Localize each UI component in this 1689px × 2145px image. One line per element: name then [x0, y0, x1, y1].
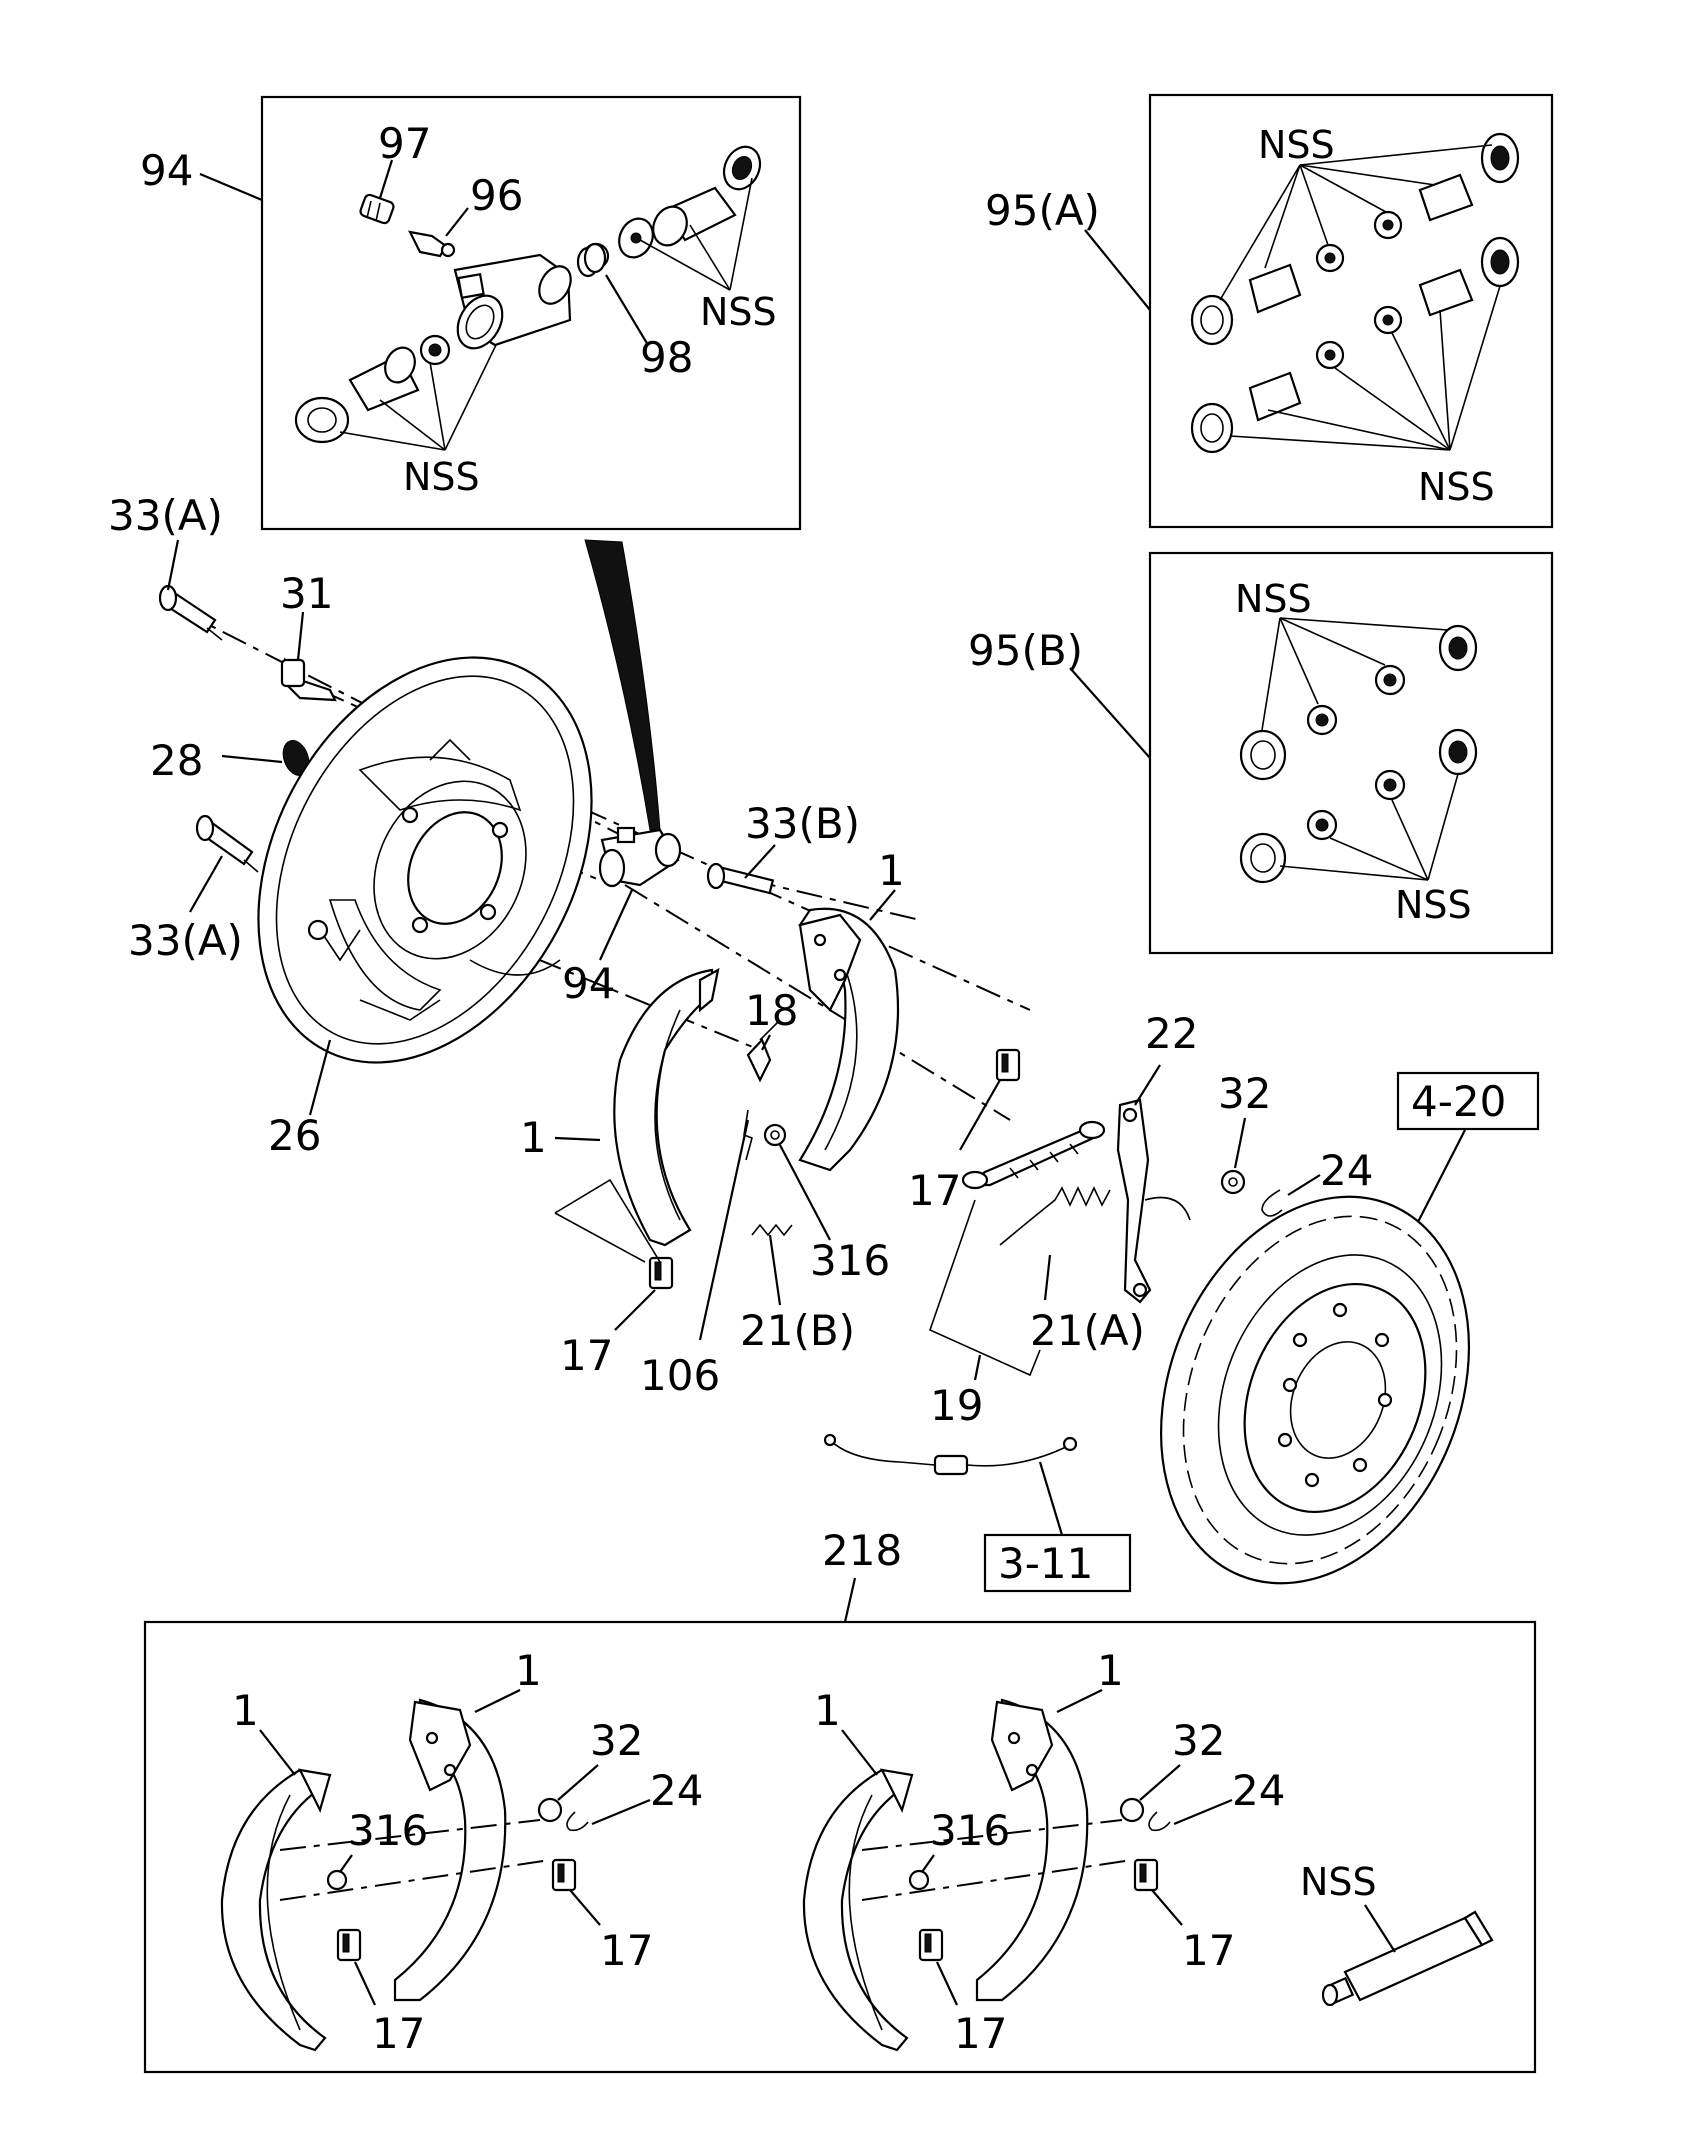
kit-95b-parts: [1239, 624, 1478, 884]
kit-callout-24-b: 24: [1232, 1766, 1285, 1815]
spring-21a: [999, 1186, 1111, 1246]
kit-callout-32-b: 32: [1172, 1716, 1225, 1765]
nss-label-94-lower: NSS: [403, 455, 480, 499]
callout-18: 18: [745, 986, 798, 1035]
bolt-33b: [706, 862, 775, 895]
kit-callout-24-a: 24: [650, 1766, 703, 1815]
spring-106: [743, 1109, 753, 1161]
kit-shoe-pair-left: [220, 1698, 589, 2052]
bleeder-screw-96: [408, 230, 456, 258]
callout-96: 96: [470, 171, 523, 220]
parking-brake-cable: [823, 1433, 1078, 1476]
kit-callout-1-d: 1: [1097, 1646, 1124, 1695]
callout-33b: 33(B): [745, 799, 860, 848]
wheel-cylinder-body: [453, 253, 572, 350]
pin-33a-bottom: [195, 814, 259, 873]
kit-callout-17-a2: 17: [600, 1926, 653, 1975]
cable-reference: 3-11: [998, 1539, 1093, 1588]
nss-label-95b-top: NSS: [1235, 577, 1312, 621]
kit-callout-316-a: 316: [348, 1806, 428, 1855]
callout-95a: 95(A): [985, 186, 1100, 235]
callout-218: 218: [822, 1526, 902, 1575]
nss-label-95a-top: NSS: [1258, 123, 1335, 167]
nss-label-94-upper: NSS: [700, 290, 777, 334]
callout-94-inset: 94: [140, 146, 193, 195]
brake-shoe-left-1: [613, 967, 720, 1247]
callout-19: 19: [930, 1381, 983, 1430]
bleeder-cap-97: [359, 193, 395, 225]
callout-21a: 21(A): [1030, 1306, 1145, 1355]
callout-17-left: 17: [560, 1331, 613, 1380]
nss-label-95b-bottom: NSS: [1395, 883, 1472, 927]
drum-reference: 4-20: [1411, 1077, 1506, 1126]
spring-21b: [751, 1223, 793, 1237]
inset-94-wheel-cylinder-kit: 94 97 96: [140, 95, 802, 531]
callout-94-main: 94: [562, 959, 615, 1008]
callout-28: 28: [150, 736, 203, 785]
bolt-31: [280, 657, 337, 702]
callout-24: 24: [1320, 1146, 1373, 1195]
callout-33a-top: 33(A): [108, 491, 223, 540]
callout-106: 106: [640, 1351, 720, 1400]
kit-callout-32-a: 32: [590, 1716, 643, 1765]
brake-drum: [1159, 1195, 1471, 1585]
callout-95b: 95(B): [968, 626, 1083, 675]
spring-98: [576, 242, 607, 278]
pin-33a-top: [158, 584, 223, 641]
callout-32: 32: [1218, 1069, 1271, 1118]
lever-18: [746, 1019, 781, 1083]
kit-callout-17-a1: 17: [372, 2009, 425, 2058]
kit-callout-1-b: 1: [515, 1646, 542, 1695]
washer-316: [763, 1123, 787, 1147]
callout-316: 316: [810, 1236, 890, 1285]
wheel-cylinder-94: [598, 826, 682, 888]
callout-98: 98: [640, 333, 693, 382]
clip-17-left: [648, 1256, 674, 1290]
lever-22: [1116, 1098, 1191, 1304]
kit-callout-1-c: 1: [814, 1686, 841, 1735]
inset-95a-repair-kit: 95(A) NSS: [985, 93, 1554, 529]
callout-1-right: 1: [878, 846, 905, 895]
cylinder-piston-left: [294, 334, 451, 444]
clip-17-mid: [995, 1048, 1021, 1082]
brake-shoe-right-1: [798, 907, 900, 1172]
kit-218-shoe-set: 1 1 32 24 316 17 17: [143, 1620, 1537, 2074]
callout-97: 97: [378, 119, 431, 168]
callout-31: 31: [280, 569, 333, 618]
kit-95a-parts: [1190, 132, 1520, 454]
washer-32: [1220, 1169, 1246, 1195]
nss-label-grease: NSS: [1300, 1860, 1377, 1904]
kit-shoe-pair-right: [802, 1698, 1171, 2052]
backing-plate-26: [257, 656, 593, 1064]
kit-callout-17-b1: 17: [954, 2009, 1007, 2058]
cylinder-piston-right: [582, 145, 762, 270]
callout-22: 22: [1145, 1009, 1198, 1058]
callout-26: 26: [268, 1111, 321, 1160]
inset-pointer-wedge: [584, 539, 661, 831]
clip-24: [1261, 1189, 1283, 1217]
grease-tube: [1321, 1910, 1494, 2007]
adjuster-screw-19: [961, 1120, 1106, 1190]
kit-callout-1-a: 1: [232, 1686, 259, 1735]
kit-callout-17-b2: 17: [1182, 1926, 1235, 1975]
nss-label-95a-bottom: NSS: [1418, 465, 1495, 509]
inset-95b-repair-kit: 95(B) NSS NSS: [968, 551, 1554, 955]
kit-callout-316-b: 316: [930, 1806, 1010, 1855]
callout-21b: 21(B): [740, 1306, 855, 1355]
callout-33a-bottom: 33(A): [128, 916, 243, 965]
callout-1-left: 1: [520, 1113, 547, 1162]
callout-17-mid: 17: [908, 1166, 961, 1215]
